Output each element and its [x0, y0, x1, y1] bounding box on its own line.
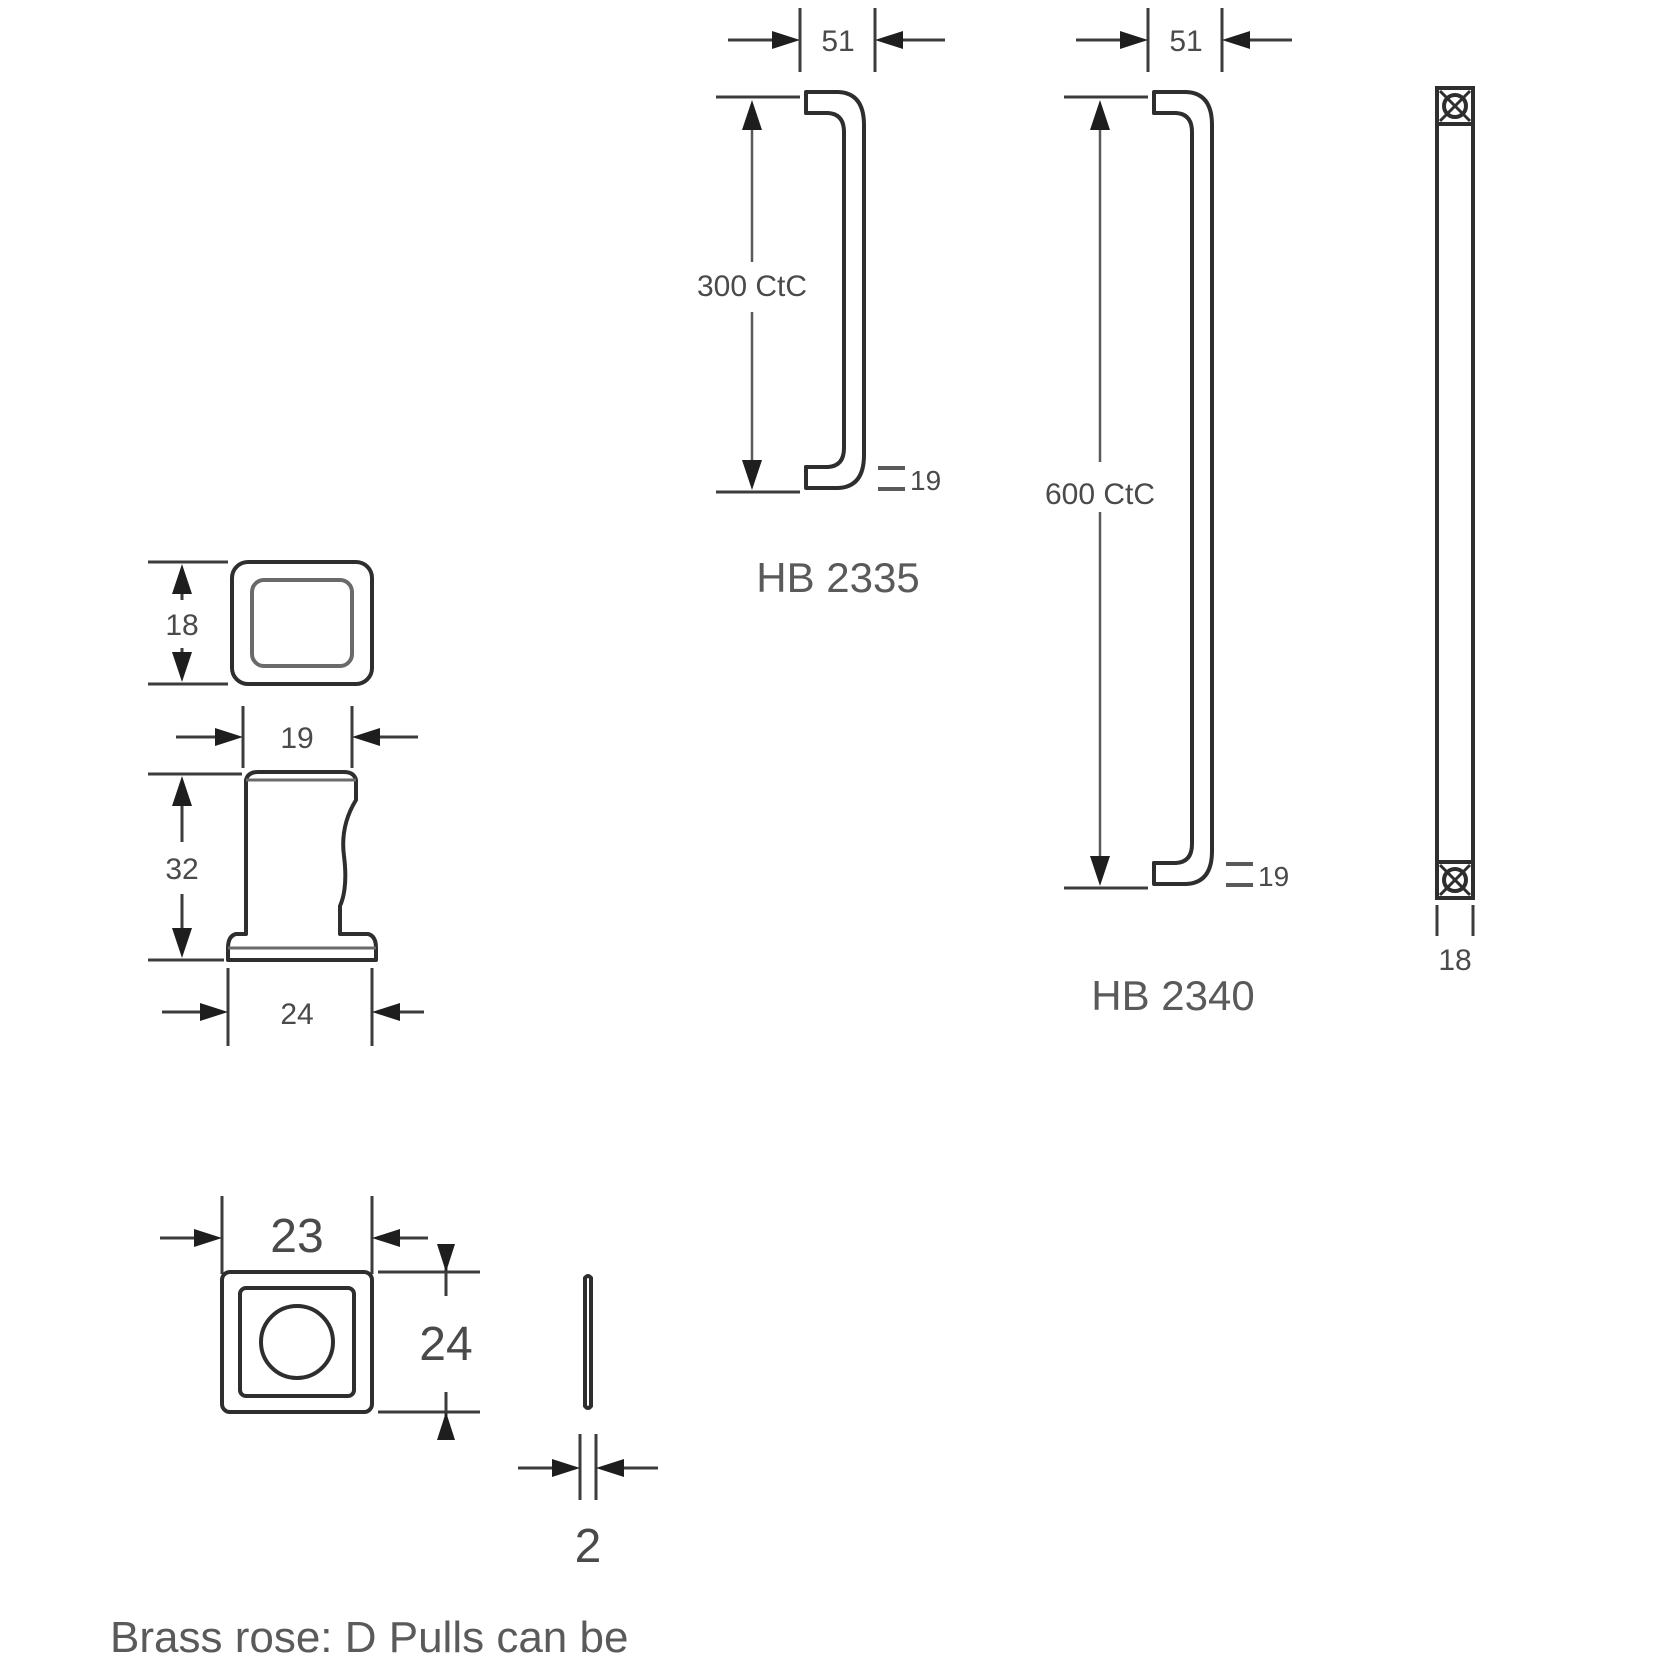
rose-height-dimension: [148, 772, 242, 962]
hb2335-bar-dimension: [878, 466, 905, 491]
brass-rose-face: [220, 1270, 374, 1414]
hb2335-width-value: 51: [821, 25, 854, 58]
rose-base-dimension: [162, 968, 424, 1046]
hb2340-extension-lines: [1064, 95, 1148, 890]
hb2340-width-dimension: [1076, 8, 1292, 72]
hb2335-width-dimension: [728, 8, 945, 72]
brass-rose-edge-view: [583, 1274, 593, 1410]
hb2340-handle-profile: [1152, 90, 1214, 886]
side-bar-width-value: 18: [1438, 944, 1471, 977]
hb2335-bar-value: 19: [910, 465, 941, 496]
part-hb2335: [716, 8, 945, 494]
part-side-bar: [1435, 86, 1475, 936]
part-hb2340: [1064, 8, 1292, 890]
brass-rose-height-dimension: [378, 1244, 480, 1440]
hb2335-length-dimension: [742, 100, 762, 490]
brass-rose-width-dimension: [160, 1196, 428, 1274]
rose-height-value: 32: [165, 853, 198, 886]
rose-top-square-dimension: [148, 560, 228, 686]
hb2340-length-dimension: [1090, 100, 1110, 886]
hb2335-part-label: HB 2335: [756, 554, 919, 601]
rose-spindle-profile: [226, 770, 378, 962]
drawing-caption: Brass rose: D Pulls can be: [110, 1613, 628, 1662]
hb2335-handle-profile: [804, 90, 866, 490]
rose-base-value: 24: [280, 998, 313, 1031]
side-bar-bottom-fixing-icon: [1435, 860, 1475, 900]
hb2340-bar-value: 19: [1258, 861, 1289, 892]
brass-rose-height-value: 24: [419, 1318, 472, 1371]
side-bar-top-fixing-icon: [1435, 86, 1475, 126]
hb2340-part-label: HB 2340: [1091, 972, 1254, 1019]
rose-neck-value: 19: [280, 722, 313, 755]
part-rose-section: [148, 560, 424, 1046]
brass-rose-thickness-value: 2: [575, 1520, 602, 1573]
hb2340-bar-dimension: [1226, 862, 1253, 887]
rose-neck-dimension: [176, 706, 418, 768]
part-brass-rose: [160, 1196, 658, 1500]
rose-top-square: [230, 560, 374, 686]
hb2340-width-value: 51: [1169, 25, 1202, 58]
rose-top-square-value: 18: [165, 609, 198, 642]
hb2335-length-value: 300 CtC: [697, 270, 807, 303]
hb2340-length-value: 600 CtC: [1045, 478, 1155, 511]
hb2335-extension-lines: [716, 95, 800, 494]
brass-rose-thickness-dimension: [518, 1434, 658, 1500]
brass-rose-width-value: 23: [270, 1210, 323, 1263]
side-bar-width-dimension: [1435, 905, 1475, 936]
